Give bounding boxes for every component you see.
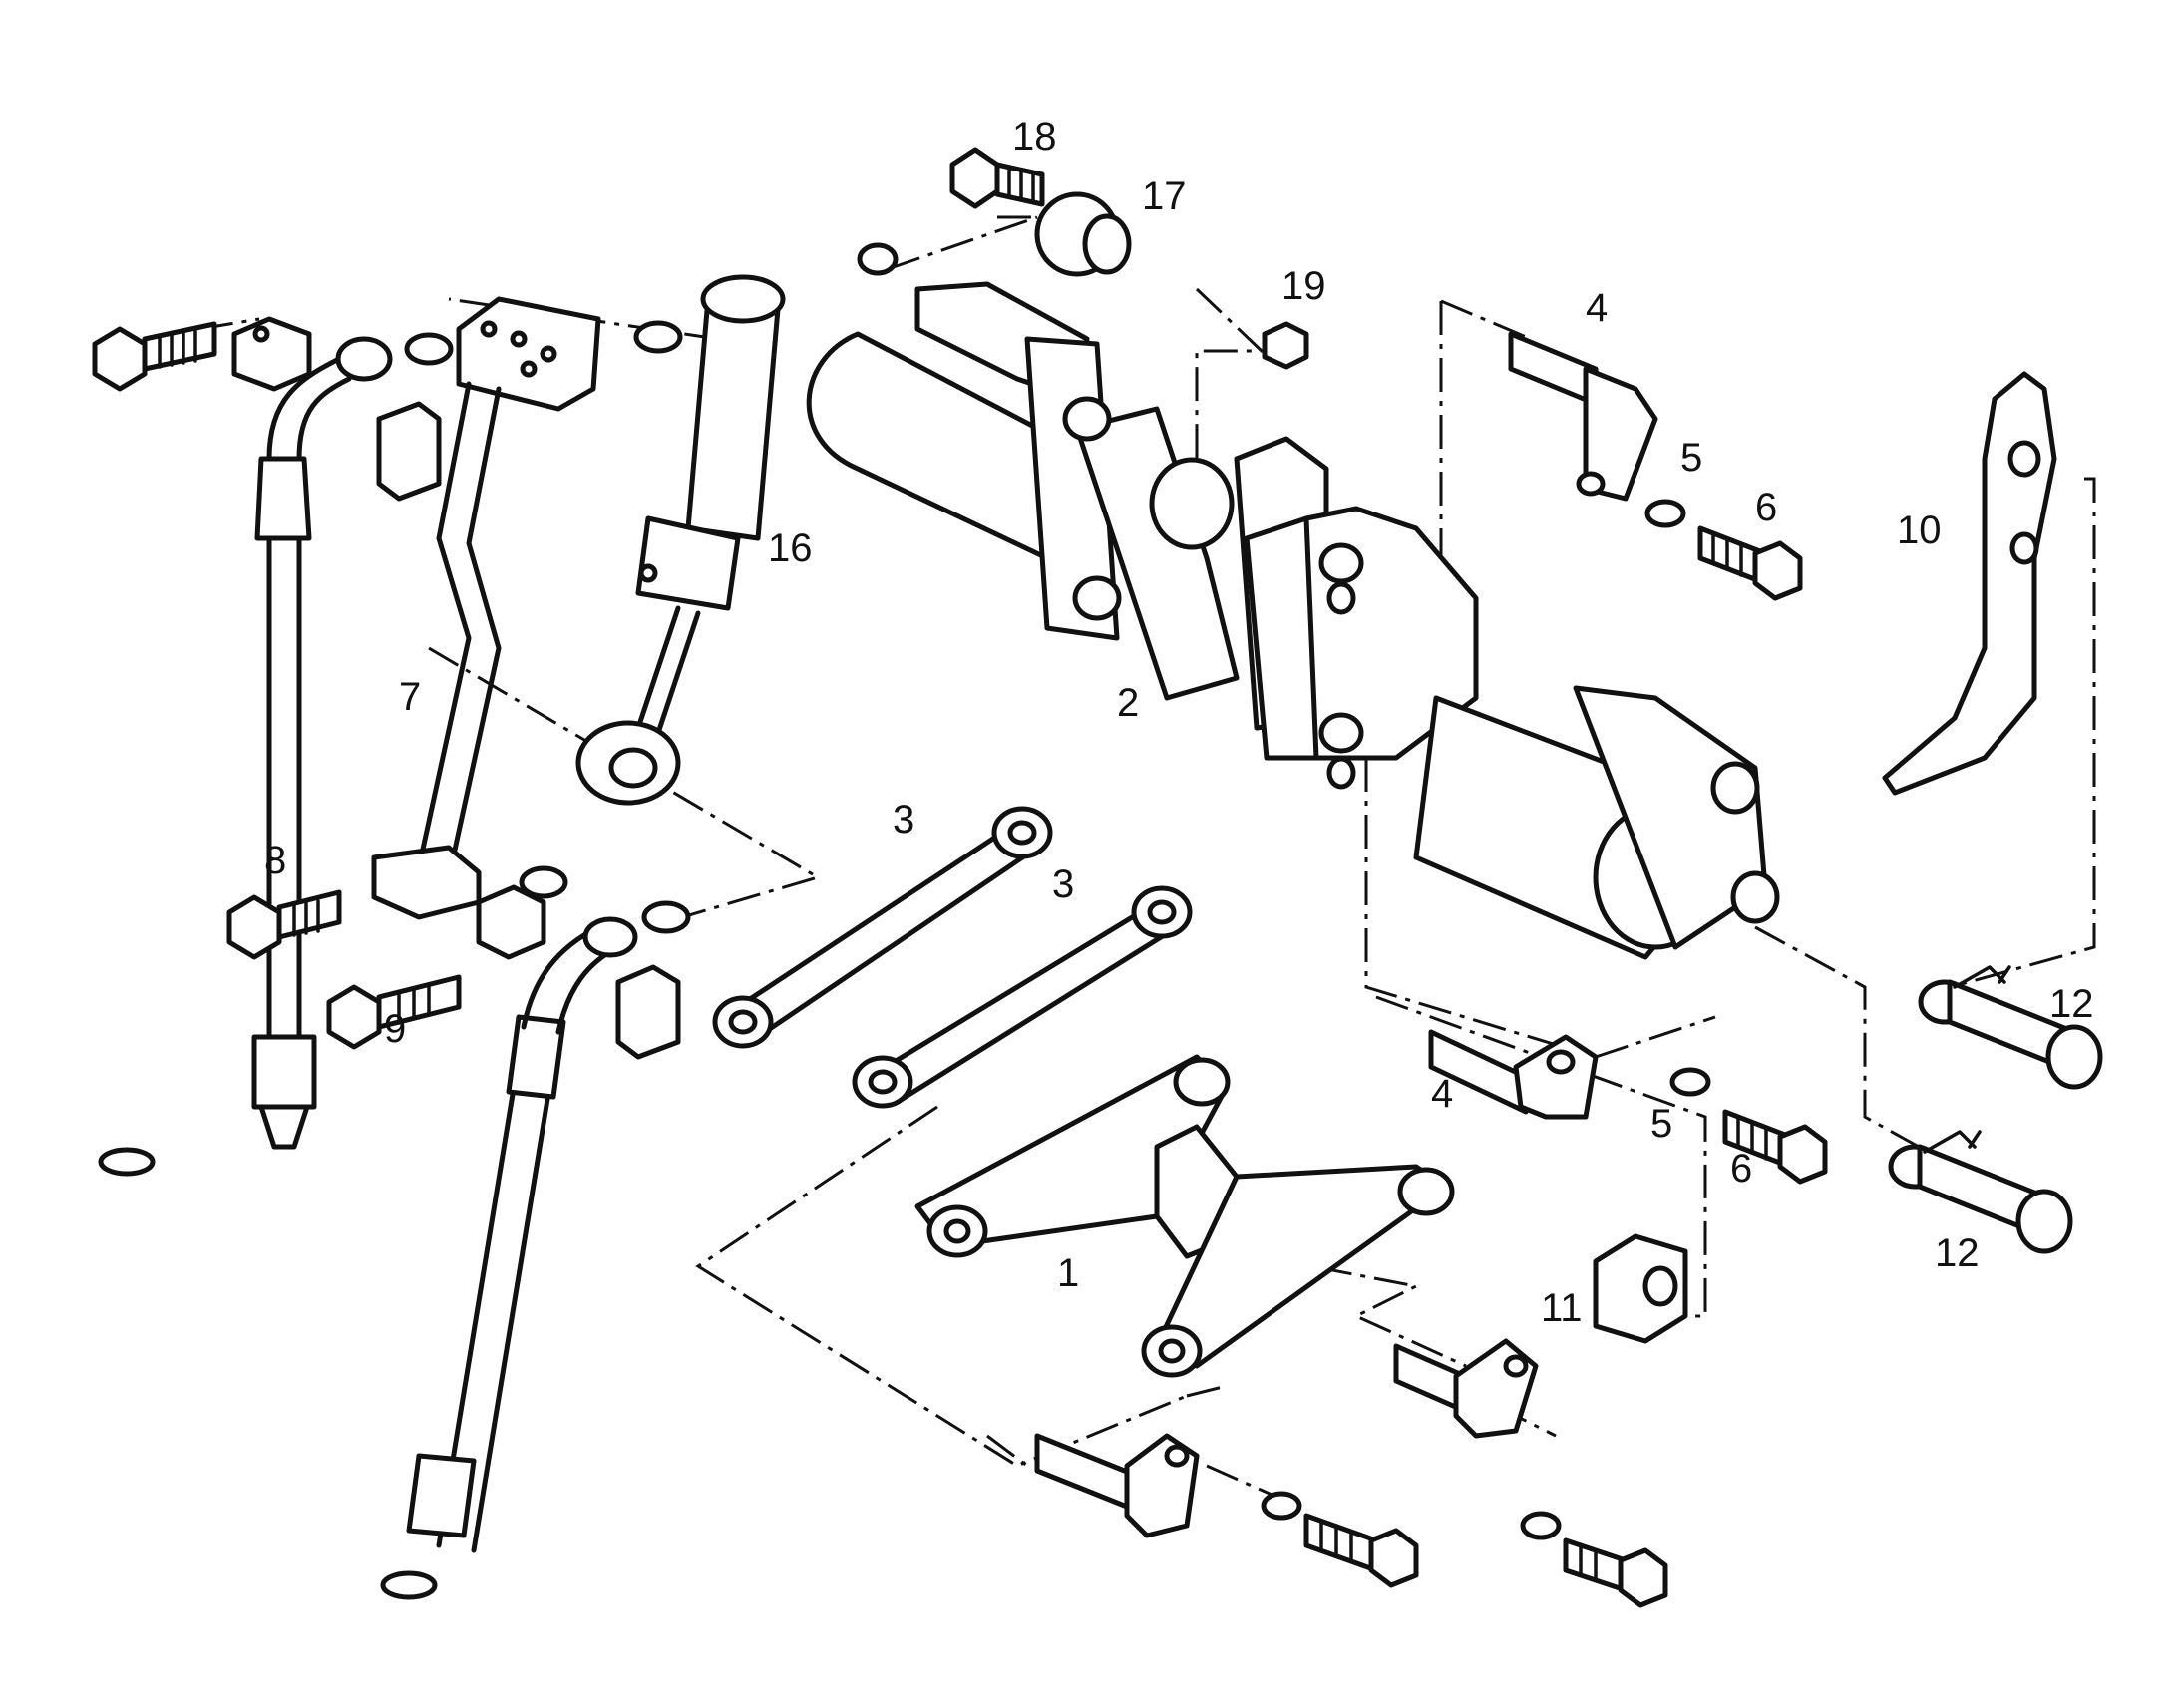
washer-5-upper [1644, 499, 1686, 528]
callout-label: 19 [1281, 264, 1326, 308]
callout-label: 4 [1586, 286, 1608, 330]
pivot-bushing-17 [1034, 191, 1132, 277]
lock-pin-12-upper [1918, 965, 2103, 1090]
bolt-6-upper [1697, 525, 1803, 601]
callout-label: 17 [1142, 174, 1187, 218]
callout-label: 5 [1680, 436, 1702, 480]
callout-label: 3 [1052, 862, 1074, 906]
hydraulic-cylinder-16 [575, 274, 786, 806]
callout-labels: 18 17 19 4 5 6 10 16 7 2 3 3 8 9 12 4 5 … [264, 115, 2094, 1330]
clamp-half-right-mid [476, 884, 546, 960]
bolt-bottom-center [1303, 1513, 1419, 1588]
clamp-half-right-low [615, 964, 681, 1060]
lock-pin-12-lower [1888, 1130, 2073, 1254]
leader-lines [198, 197, 2096, 1508]
callout-label: 1 [1057, 1251, 1079, 1295]
block-11 [1593, 1233, 1688, 1344]
o-rings [404, 320, 691, 934]
pin-bottom-right [1393, 1338, 1539, 1439]
manifold-block [456, 296, 601, 412]
main-frame-2 [806, 281, 1780, 960]
washer-bottom-center [1261, 1491, 1302, 1521]
clamp-half-left-mid [376, 401, 442, 502]
bolt-left-top [92, 321, 217, 392]
callout-label: 6 [1730, 1147, 1752, 1191]
callout-label: 5 [1650, 1102, 1672, 1146]
link-3-lower [852, 885, 1193, 1109]
callout-label: 4 [1431, 1072, 1453, 1116]
callout-label: 7 [399, 675, 421, 719]
callout-label: 10 [1897, 509, 1942, 552]
callout-label: 9 [384, 1007, 406, 1051]
pin-bottom-center [1034, 1433, 1200, 1538]
callout-label: 6 [1755, 486, 1777, 529]
clamp-half-top-left [231, 316, 312, 392]
bolt-6-lower [1722, 1109, 1828, 1185]
callout-label: 16 [768, 526, 813, 570]
base-bracket-1 [914, 1054, 1455, 1378]
pin-4-upper [1508, 331, 1658, 502]
callout-label: 3 [893, 798, 914, 842]
pin-4-lower [1428, 1029, 1599, 1120]
hydraulic-hose-left [98, 336, 393, 1177]
pipe-7 [416, 381, 502, 880]
callout-label: 8 [264, 839, 286, 882]
pipe-fitting-block [371, 845, 482, 920]
hydraulic-hose-right [380, 916, 638, 1600]
ripper-shank-10 [1882, 371, 2057, 796]
callout-label: 12 [2049, 982, 2094, 1026]
callout-label: 11 [1541, 1286, 1583, 1330]
nut-19 [1262, 321, 1309, 370]
bolt-9 [326, 974, 462, 1050]
washer-5-lower [1669, 1067, 1711, 1097]
callout-label: 12 [1935, 1231, 1980, 1275]
small-nut [857, 242, 899, 276]
bolt-bottom-right [1563, 1537, 1668, 1608]
washer-bottom-right [1520, 1511, 1562, 1540]
callout-label: 18 [1012, 115, 1057, 159]
bolt-18 [949, 147, 1045, 209]
callout-label: 2 [1117, 681, 1139, 725]
bolt-8 [226, 889, 342, 960]
link-3-upper [712, 806, 1053, 1049]
